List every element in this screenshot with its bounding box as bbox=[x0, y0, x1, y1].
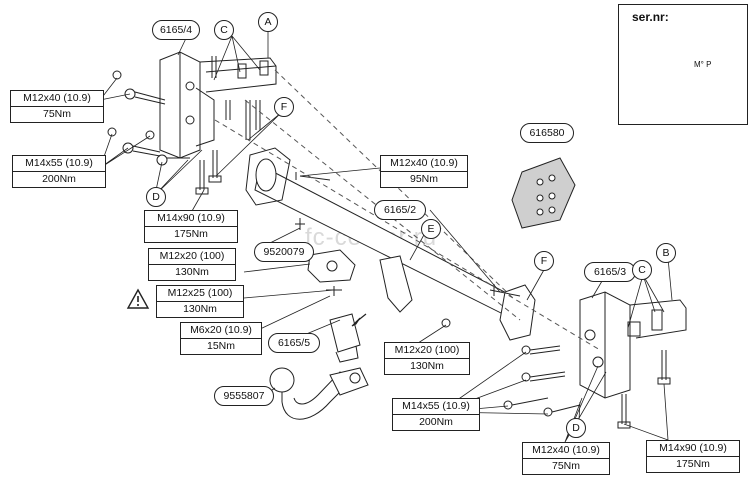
left-bracket-6165-4 bbox=[159, 51, 277, 159]
torque: 200Nm bbox=[393, 414, 479, 430]
spec-box: M12x20 (100) 130Nm bbox=[148, 248, 236, 281]
spec-box: M14x55 (10.9) 200Nm bbox=[12, 155, 106, 188]
left-bolts bbox=[107, 56, 261, 195]
marker-f: F bbox=[274, 97, 294, 117]
torque: 175Nm bbox=[145, 226, 237, 242]
spec-box: M14x90 (10.9) 175Nm bbox=[646, 440, 740, 473]
bolt-size: M14x55 (10.9) bbox=[25, 157, 93, 169]
bolt-size: M14x90 (10.9) bbox=[659, 442, 727, 454]
socket-6165-5 bbox=[329, 313, 361, 363]
marker-c: C bbox=[632, 260, 652, 280]
ball-neck-9555807 bbox=[269, 367, 369, 420]
marker-a: A bbox=[258, 12, 278, 32]
spec-box: M14x55 (10.9) 200Nm bbox=[392, 398, 480, 431]
spec-box: M6x20 (10.9) 15Nm bbox=[180, 322, 262, 355]
torque: 130Nm bbox=[157, 301, 243, 317]
marker-b: B bbox=[656, 243, 676, 263]
part-label: 616580 bbox=[520, 123, 574, 143]
marker-f: F bbox=[534, 251, 554, 271]
spec-box: M12x40 (10.9) 95Nm bbox=[380, 155, 468, 188]
bolt-size: M12x20 (100) bbox=[394, 344, 460, 356]
torque: 15Nm bbox=[181, 338, 261, 354]
part-label: 9555807 bbox=[214, 386, 274, 406]
part-label: 6165/2 bbox=[374, 200, 426, 220]
right-bracket-6165-3 bbox=[579, 291, 687, 399]
marker-d: D bbox=[566, 418, 586, 438]
bolt-size: M12x40 (10.9) bbox=[390, 157, 458, 169]
torque: 175Nm bbox=[647, 456, 739, 472]
crossbar-6165-2 bbox=[245, 147, 536, 341]
serial-number-panel bbox=[618, 4, 748, 125]
bolt-size: M12x20 (100) bbox=[159, 250, 225, 262]
marker-d: D bbox=[146, 187, 166, 207]
right-bolts bbox=[441, 318, 671, 429]
bolt-size: M14x90 (10.9) bbox=[157, 212, 225, 224]
part-label: 9520079 bbox=[254, 242, 314, 262]
serial-title: ser.nr: bbox=[632, 10, 669, 24]
torque: 130Nm bbox=[149, 264, 235, 280]
ball-cover-616580 bbox=[511, 157, 576, 229]
spec-box: M12x40 (10.9) 75Nm bbox=[522, 442, 610, 475]
marker-c: C bbox=[214, 20, 234, 40]
bolt-size: M12x25 (100) bbox=[167, 287, 233, 299]
spec-box: M12x20 (100) 130Nm bbox=[384, 342, 470, 375]
torque: 75Nm bbox=[523, 458, 609, 474]
spec-box: M12x40 (10.9) 75Nm bbox=[10, 90, 104, 123]
serial-plate-text: M° P bbox=[694, 60, 712, 69]
torque: 95Nm bbox=[381, 171, 467, 187]
spec-box: M12x25 (100) 130Nm bbox=[156, 285, 244, 318]
bolt-size: M12x40 (10.9) bbox=[23, 92, 91, 104]
marker-e: E bbox=[421, 219, 441, 239]
bolt-size: M12x40 (10.9) bbox=[532, 444, 600, 456]
part-label: 6165/5 bbox=[268, 333, 320, 353]
torque: 130Nm bbox=[385, 358, 469, 374]
bolt-size: M6x20 (10.9) bbox=[190, 324, 252, 336]
bolt-size: M14x55 (10.9) bbox=[402, 400, 470, 412]
part-label: 6165/4 bbox=[152, 20, 200, 40]
torque: 75Nm bbox=[11, 106, 103, 122]
torque: 200Nm bbox=[13, 171, 105, 187]
part-label: 6165/3 bbox=[584, 262, 636, 282]
spec-box: M14x90 (10.9) 175Nm bbox=[144, 210, 238, 243]
